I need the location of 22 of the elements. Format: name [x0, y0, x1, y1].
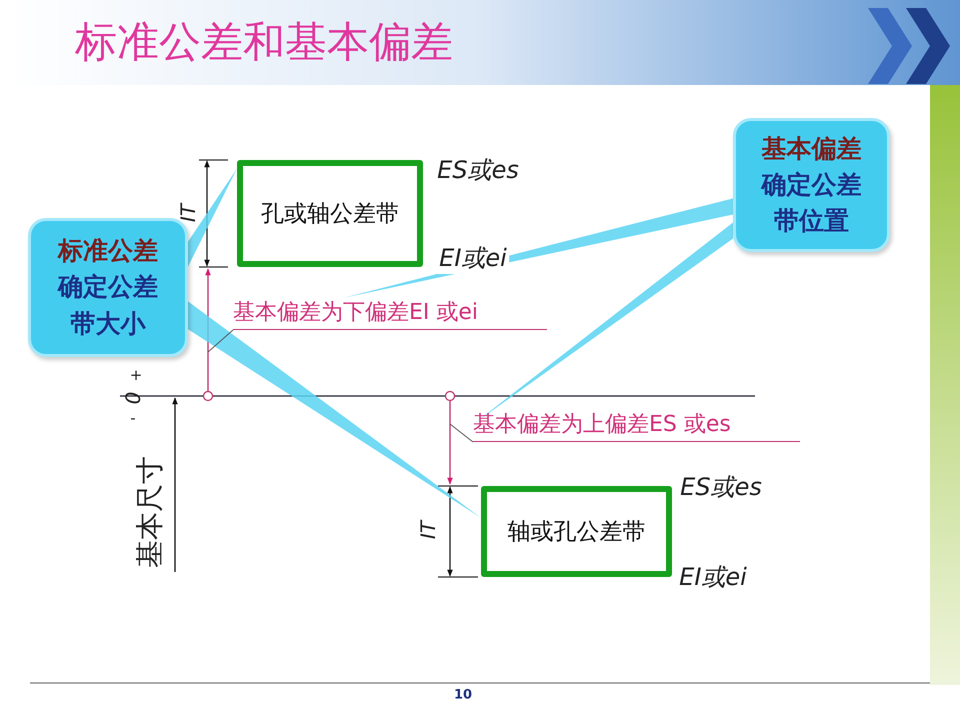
dimension-label: IT: [176, 204, 200, 222]
callout-pointer: [188, 301, 481, 518]
callout-pointer: [188, 168, 237, 267]
zone-label: 孔或轴公差带: [261, 200, 399, 229]
page-number: 10: [454, 688, 472, 702]
callout-text: 基本偏差确定公差带位置: [760, 132, 862, 238]
callout-text: 标准公差确定公差带大小: [56, 235, 159, 340]
zone-label: 轴或孔公差带: [508, 518, 646, 547]
tolerance-zone-box: [237, 160, 423, 267]
tolerance-zone-box: [481, 486, 672, 577]
callout-bubble: [733, 118, 890, 252]
sign-label: -: [130, 409, 136, 427]
sign-label: +: [130, 366, 142, 384]
zero-label: 0: [121, 392, 145, 404]
leader-line: [450, 424, 474, 442]
callout-pointer: [473, 222, 733, 424]
axis-label: 基本尺寸: [132, 456, 167, 568]
annotation-text: 基本偏差为上偏差ES 或es: [473, 410, 800, 442]
annotation-text: 基本偏差为下偏差EI 或ei: [233, 298, 547, 330]
dimension-label: IT: [416, 520, 440, 540]
leader-line: [208, 330, 234, 352]
slide-title: 标准公差和基本偏差: [75, 16, 453, 68]
